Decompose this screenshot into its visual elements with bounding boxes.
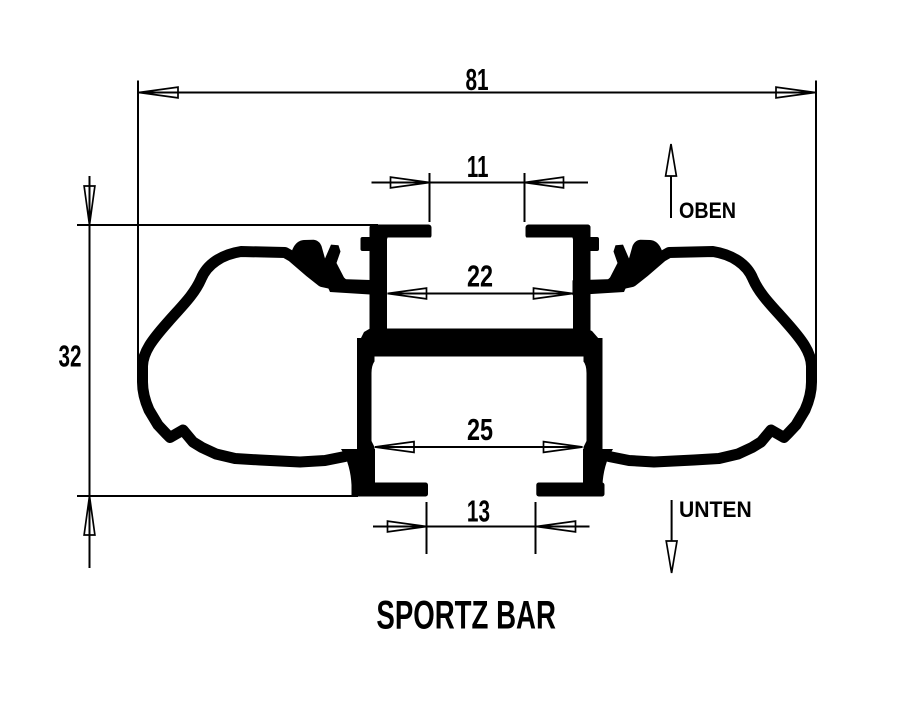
svg-text:UNTEN: UNTEN — [679, 497, 752, 522]
svg-text:81: 81 — [466, 62, 489, 97]
svg-text:SPORTZ BAR: SPORTZ BAR — [376, 594, 556, 638]
svg-text:11: 11 — [467, 149, 489, 184]
svg-text:22: 22 — [467, 259, 493, 294]
svg-text:13: 13 — [467, 494, 490, 529]
svg-text:OBEN: OBEN — [679, 198, 736, 223]
svg-text:32: 32 — [59, 339, 82, 374]
svg-text:25: 25 — [467, 412, 493, 447]
